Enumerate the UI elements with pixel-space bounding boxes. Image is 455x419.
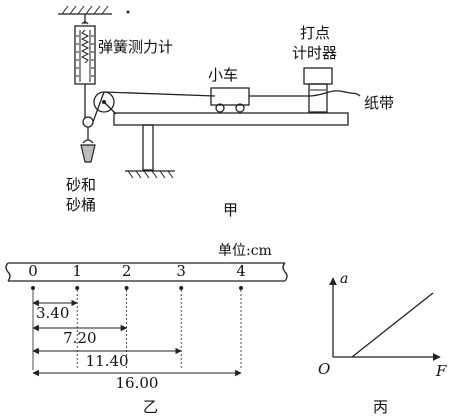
tape-dot-3 [179,286,184,290]
ticker-timer [303,67,333,113]
paper-tape-strip [249,90,361,97]
y-axis-label: a [340,271,348,287]
sand-label-line2: 砂桶 [66,196,96,214]
tape-point-label-3: 3 [176,262,186,280]
tape-dot-2 [124,286,129,290]
tape-dot-4 [239,286,243,290]
timer-label-line1: 打点 [300,24,330,42]
tape-dot-0 [31,286,35,290]
measure-label-2: 7.20 [63,329,96,347]
measure-label-1: 3.40 [36,304,69,322]
cart-label: 小车 [208,66,238,84]
timer-label-line2: 计时器 [292,44,337,62]
origin-label: O [318,360,330,378]
af-graph: a F O 丙 [318,271,447,416]
tape-dot-1 [75,286,80,290]
movable-pulley [82,90,105,140]
graph-line [351,292,434,358]
cart [210,87,250,113]
tape-point-label-0: 0 [28,262,38,280]
track-board [113,112,349,179]
sand-label-line1: 砂和 [66,176,96,194]
measure-label-3: 11.40 [86,352,129,370]
caption-bing: 丙 [373,398,388,416]
tape-point-label-4: 4 [236,262,246,280]
x-axis-label: F [435,362,447,380]
measure-label-4: 16.00 [116,374,159,392]
caption-yi: 乙 [143,398,158,416]
sand-bucket [80,139,96,163]
apparatus-diagram: 弹簧测力计 砂和 砂桶 [58,5,394,219]
ceiling-mount [58,5,130,15]
caption-jia: 甲 [223,201,238,219]
tape-measurements: 3.40 7.20 11.40 16.00 [32,299,242,392]
tape-diagram: 单位:cm 0 1 2 3 4 3.40 7.20 11.40 16.00 乙 [5,243,288,416]
spring-scale-label: 弹簧测力计 [98,38,173,56]
tape-point-label-1: 1 [72,262,82,280]
string [103,91,216,97]
spring-scale [74,14,96,90]
tape-label: 纸带 [364,94,394,112]
unit-label: 单位:cm [218,243,272,259]
tape-point-label-2: 2 [122,262,132,280]
